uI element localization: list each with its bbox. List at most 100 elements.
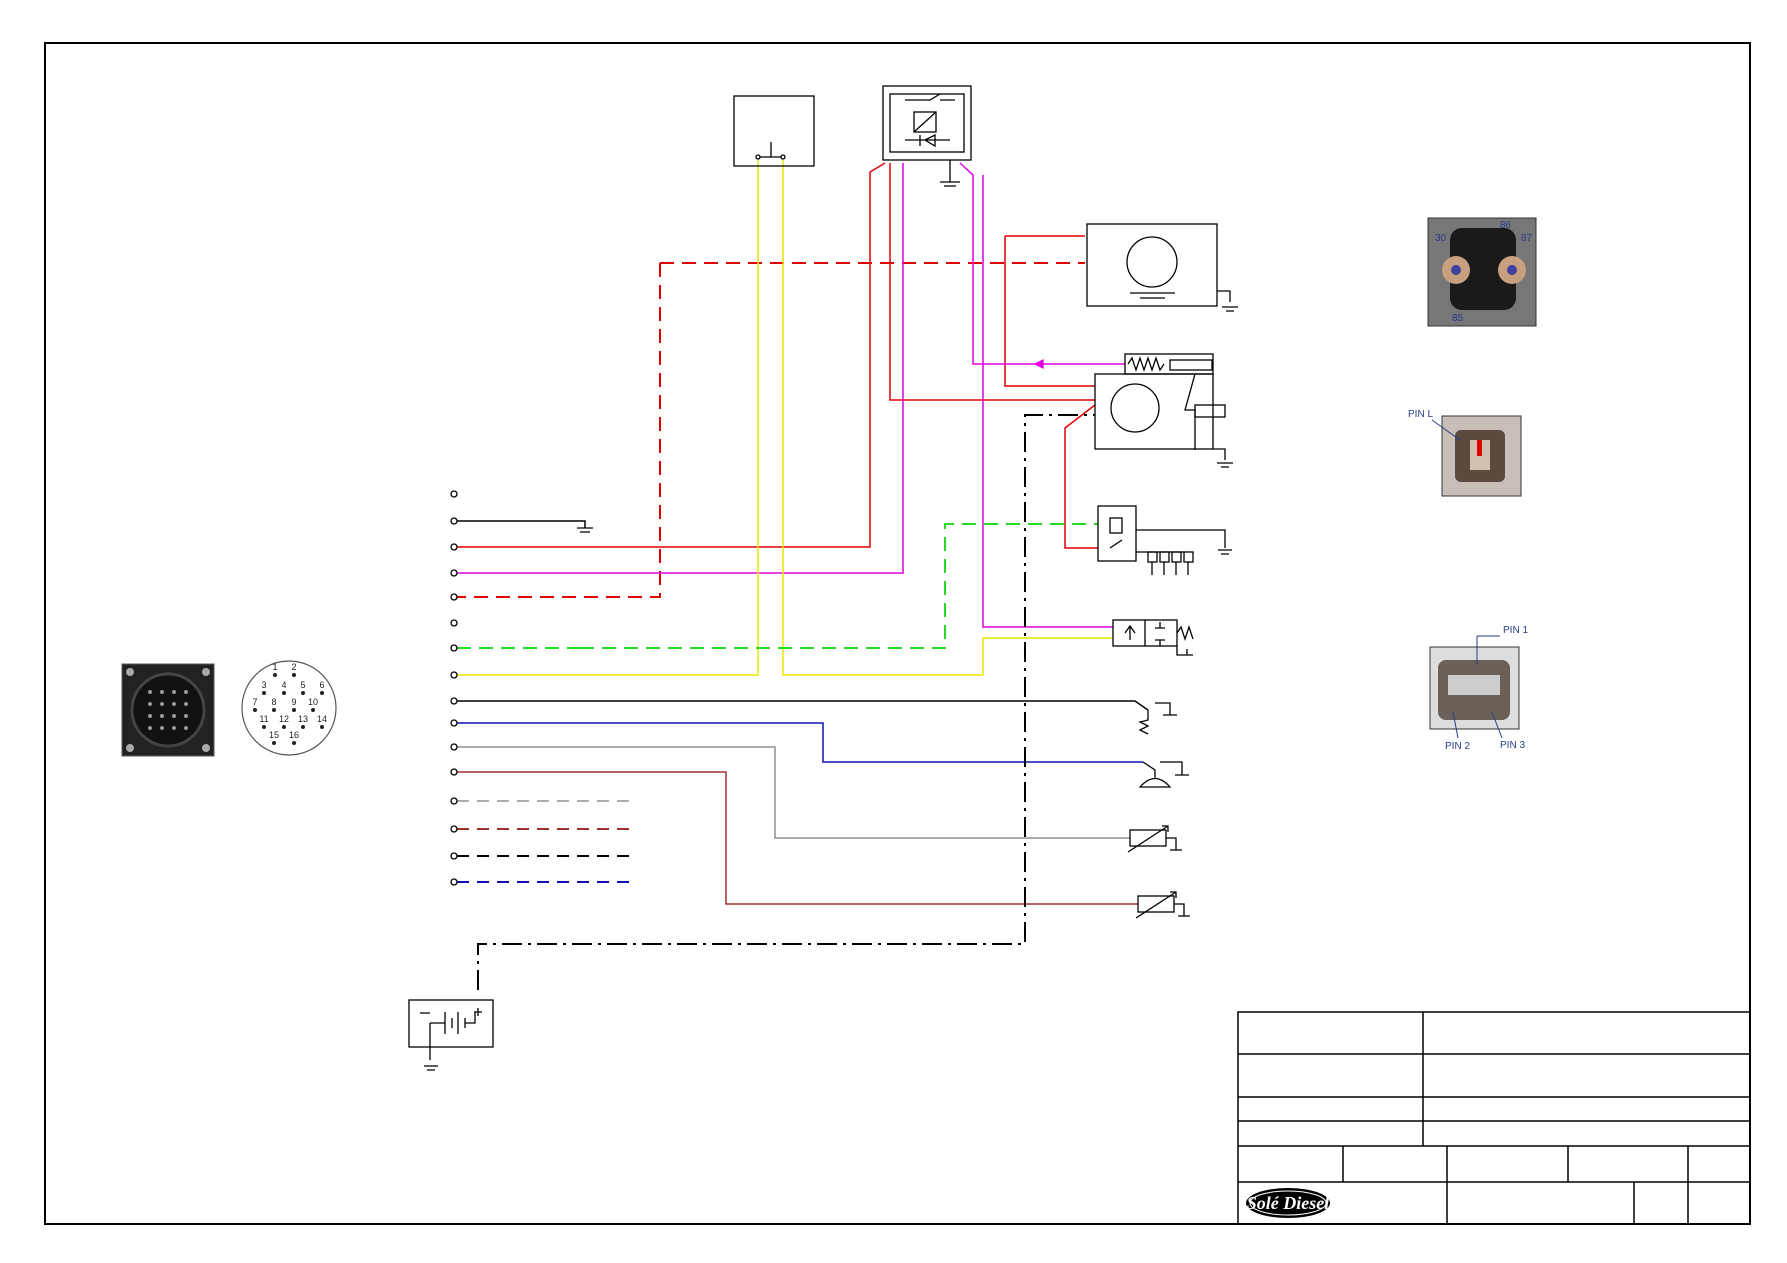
- connector-photo-pin: [184, 690, 188, 694]
- pin-dot: [301, 691, 305, 695]
- pin-number: 4: [281, 680, 286, 690]
- terminal: [450, 619, 458, 627]
- wire-magenta-solenoid: [959, 162, 1125, 365]
- pin-number: 13: [298, 714, 308, 724]
- buzzer-symbol: [1138, 761, 1189, 788]
- connector-photo-pin: [172, 726, 176, 730]
- terminal: [450, 852, 458, 860]
- wire-red-relay-feed: [457, 162, 886, 548]
- connector-photo-pin: [160, 726, 164, 730]
- glow-plug-symbol: [1097, 505, 1232, 575]
- pin-number: 10: [308, 697, 318, 707]
- sensor-connector-photo: PIN 1 PIN 2 PIN 3: [1429, 625, 1528, 752]
- solenoid-valve: [1112, 619, 1194, 656]
- terminal: [450, 878, 458, 886]
- terminal: [450, 768, 458, 776]
- pin-dot: [292, 741, 296, 745]
- magenta-diode: [1033, 358, 1044, 370]
- wire-red-starter: [889, 163, 1095, 401]
- wire-black-oil-switch: [457, 700, 1149, 711]
- pin-number: 14: [317, 714, 327, 724]
- terminal: [450, 797, 458, 805]
- connector-photo-pin: [184, 714, 188, 718]
- battery-symbol: [408, 999, 494, 1071]
- relay-label-86: 86: [1500, 220, 1512, 231]
- glow-connector-pin-label: PIN L: [1408, 409, 1433, 420]
- pin-dot: [311, 708, 315, 712]
- terminal: [450, 671, 458, 679]
- pin-dot: [272, 741, 276, 745]
- pin-dot: [320, 691, 324, 695]
- sole-diesel-logo: Solé Diesel: [1246, 1188, 1330, 1218]
- connector-terminals: [450, 490, 458, 886]
- pin-dot: [272, 708, 276, 712]
- wire-yellow-1: [457, 160, 759, 676]
- pin-dot: [282, 725, 286, 729]
- wire-blue-buzzer: [457, 722, 1143, 763]
- connector-photo-pin: [172, 702, 176, 706]
- sensor-pin3-label: PIN 3: [1500, 740, 1525, 751]
- connector-photo-pin: [160, 714, 164, 718]
- wires: [457, 160, 1149, 990]
- pin-dot: [282, 691, 286, 695]
- pin-dot: [262, 725, 266, 729]
- main-connector-photo: [121, 663, 215, 757]
- connector-photo-pin: [184, 702, 188, 706]
- connector-photo-pin: [184, 726, 188, 730]
- wire-green-dashed: [457, 523, 1098, 649]
- oil-pressure-switch: [1138, 702, 1177, 735]
- pin-number: 16: [289, 730, 299, 740]
- terminal: [450, 743, 458, 751]
- motor-symbol: [1086, 223, 1238, 312]
- terminal: [450, 644, 458, 652]
- pin-dot: [292, 673, 296, 677]
- wire-red-motor: [1004, 235, 1095, 387]
- pin-number: 1: [272, 662, 277, 672]
- title-block: [1237, 1011, 1751, 1225]
- sensor-pin2-label: PIN 2: [1445, 741, 1470, 752]
- pin-number: 9: [291, 697, 296, 707]
- connector-photo-pin: [148, 702, 152, 706]
- sheet-border: [44, 42, 1751, 1225]
- sensor-pin1-label: PIN 1: [1503, 625, 1528, 636]
- pin-dot: [301, 725, 305, 729]
- pin-number: 3: [261, 680, 266, 690]
- pin-dot: [292, 708, 296, 712]
- terminal: [450, 517, 458, 525]
- terminal: [450, 719, 458, 727]
- wire-grey-sensor: [457, 746, 1130, 839]
- connector-photo-pin: [148, 690, 152, 694]
- wire-yellow-2: [782, 160, 1113, 676]
- relay-photo: 30 86 87 85: [1427, 217, 1537, 327]
- terminal: [450, 697, 458, 705]
- connector-photo-pin: [172, 690, 176, 694]
- connector-photo-pin: [148, 714, 152, 718]
- variable-resistor-symbol: [1127, 825, 1190, 919]
- glow-connector-photo: PIN L: [1408, 409, 1522, 497]
- wire-black-ground: [457, 520, 586, 528]
- pin-dot: [320, 725, 324, 729]
- wire-brown-sensor: [457, 771, 1138, 905]
- relay-label-87: 87: [1521, 233, 1533, 244]
- pin-dot: [253, 708, 257, 712]
- connector-photo-pin: [148, 726, 152, 730]
- connector-photo-pin: [172, 714, 176, 718]
- pin-number: 11: [259, 714, 268, 724]
- pin-dot: [273, 673, 277, 677]
- solenoid-symbol: [1033, 353, 1233, 468]
- relay-label-30: 30: [1435, 233, 1447, 244]
- ground-symbol: [577, 527, 593, 533]
- pin-number: 6: [319, 680, 324, 690]
- connector-photo-pin: [160, 702, 164, 706]
- relay-label-85: 85: [1452, 313, 1464, 324]
- terminal: [450, 569, 458, 577]
- terminal: [450, 593, 458, 601]
- wire-red-dashed-main: [457, 262, 1085, 598]
- connector-photo-pin: [160, 690, 164, 694]
- logo-text: Solé Diesel: [1247, 1193, 1330, 1213]
- wire-magenta-oil: [982, 175, 1113, 628]
- pin-dot: [262, 691, 266, 695]
